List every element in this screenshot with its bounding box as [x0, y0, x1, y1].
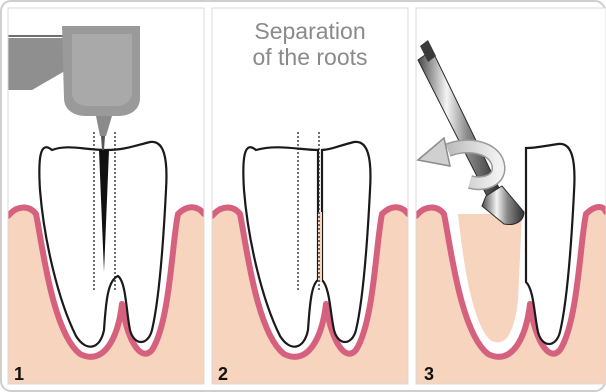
gum-tissue	[416, 207, 442, 384]
gap-gum	[318, 212, 322, 282]
diagram-title-line-1: Separation	[210, 18, 410, 45]
step-number-1: 1	[14, 364, 24, 385]
gum-tissue	[212, 207, 238, 384]
diagram-title-line-2: of the roots	[210, 44, 410, 71]
gum-tissue	[8, 207, 34, 384]
panel-3	[416, 8, 606, 384]
step-number-2: 2	[218, 364, 228, 385]
panel-1	[8, 8, 204, 384]
step-number-3: 3	[424, 364, 434, 385]
